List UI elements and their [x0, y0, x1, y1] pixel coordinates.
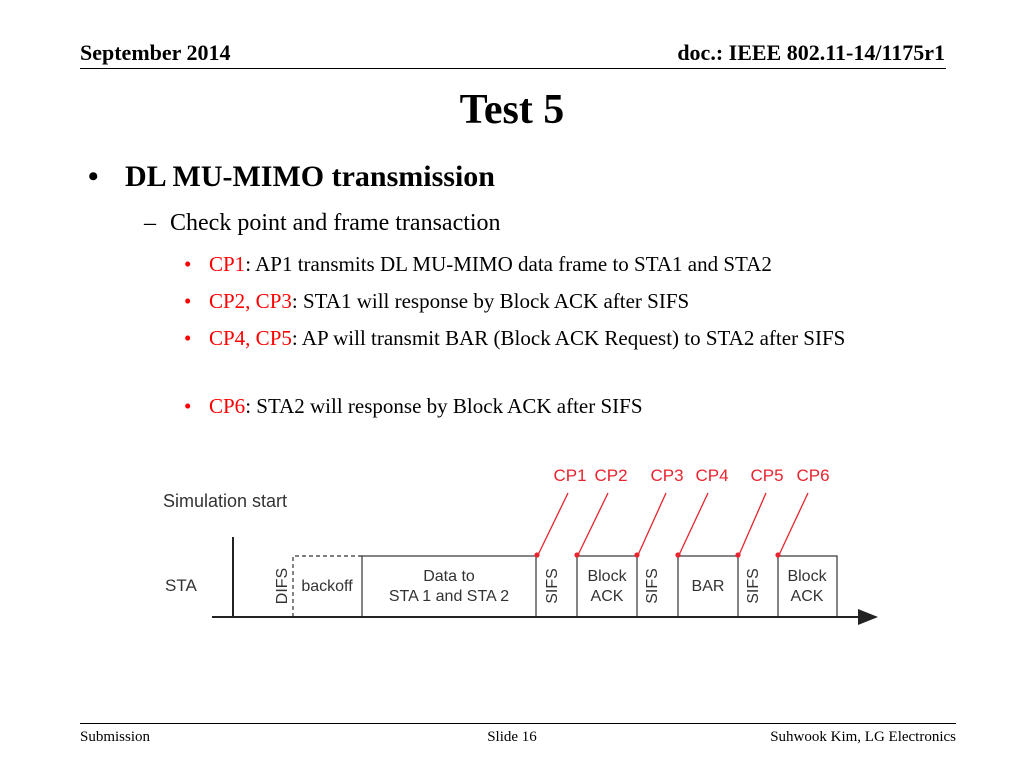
- block-ack-2-line1: Block: [787, 568, 827, 585]
- station-label: STA: [165, 576, 197, 595]
- simulation-start-label: Simulation start: [163, 491, 287, 511]
- cp2-arrow-tip: [574, 552, 580, 558]
- block-ack-box-1: [576, 555, 638, 618]
- checkpoint-label: CP1: [209, 252, 246, 276]
- cp2-arrow: [577, 492, 609, 556]
- header-date: September 2014: [80, 40, 231, 65]
- cp5-arrow: [738, 492, 767, 556]
- sifs-label: SIFS: [644, 568, 661, 604]
- checkpoint-label: CP4, CP5: [209, 326, 292, 350]
- checkpoint-text: : STA1 will response by Block ACK after …: [291, 289, 690, 313]
- sifs-label: SIFS: [745, 568, 762, 604]
- main-bullet-text: DL MU-MIMO transmission: [125, 160, 495, 193]
- checkpoint-label: CP2, CP3: [209, 289, 292, 313]
- slide-title: Test 5: [459, 87, 565, 133]
- item-bullet-dot: •: [184, 326, 192, 350]
- checkpoint-text: : STA2 will response by Block ACK after …: [245, 394, 643, 418]
- block-ack-1-line1: Block: [587, 568, 627, 585]
- block-ack-1-line2: ACK: [591, 588, 624, 605]
- data-frame-label-line2: STA 1 and STA 2: [389, 588, 509, 605]
- bar-label: BAR: [692, 578, 725, 595]
- footer-slide-number: Slide 16: [487, 729, 537, 745]
- difs-label: DIFS: [274, 568, 291, 604]
- item-bullet-dot: •: [184, 289, 192, 313]
- frame-sequence-diagram: Simulation start STA DIFS backoff Data t…: [163, 466, 878, 625]
- checkpoint-text: : AP will transmit BAR (Block ACK Reques…: [291, 326, 846, 350]
- checkpoint-markers: CP1 CP2 CP3 CP4 CP5 CP6: [534, 466, 830, 558]
- footer-divider: [80, 723, 956, 724]
- footer-submission: Submission: [80, 729, 151, 745]
- cp1-arrow: [537, 492, 569, 556]
- cp6-arrow: [778, 492, 809, 556]
- backoff-box: [292, 555, 362, 617]
- checkpoint-label: CP6: [209, 394, 246, 418]
- cp2-label: CP2: [594, 466, 627, 485]
- block-ack-2-line2: ACK: [791, 588, 824, 605]
- data-frame-box: [361, 555, 537, 618]
- cp1-arrow-tip: [534, 552, 540, 558]
- footer-author: Suhwook Kim, LG Electronics: [770, 729, 956, 745]
- sub-bullet-text: Check point and frame transaction: [170, 210, 501, 236]
- cp5-arrow-tip: [735, 552, 741, 558]
- cp3-arrow: [637, 492, 667, 556]
- cp1-label: CP1: [553, 466, 586, 485]
- cp3-arrow-tip: [634, 552, 640, 558]
- cp4-arrow: [678, 492, 709, 556]
- header-divider: [80, 68, 946, 69]
- cp4-label: CP4: [695, 466, 728, 485]
- cp3-label: CP3: [650, 466, 683, 485]
- cp4-arrow-tip: [675, 552, 681, 558]
- data-frame-label-line1: Data to: [423, 568, 475, 585]
- header-doc-id: doc.: IEEE 802.11-14/1175r1: [677, 40, 945, 65]
- bullet-dot: •: [88, 160, 99, 193]
- cp5-label: CP5: [750, 466, 783, 485]
- checkpoint-text: : AP1 transmits DL MU-MIMO data frame to…: [245, 252, 772, 276]
- item-bullet-dot: •: [184, 252, 192, 276]
- cp6-label: CP6: [796, 466, 829, 485]
- block-ack-box-2: [777, 555, 838, 618]
- sub-bullet-dash: –: [144, 210, 156, 236]
- backoff-label: backoff: [301, 578, 353, 595]
- cp6-arrow-tip: [775, 552, 781, 558]
- item-bullet-dot: •: [184, 394, 192, 418]
- sifs-label: SIFS: [544, 568, 561, 604]
